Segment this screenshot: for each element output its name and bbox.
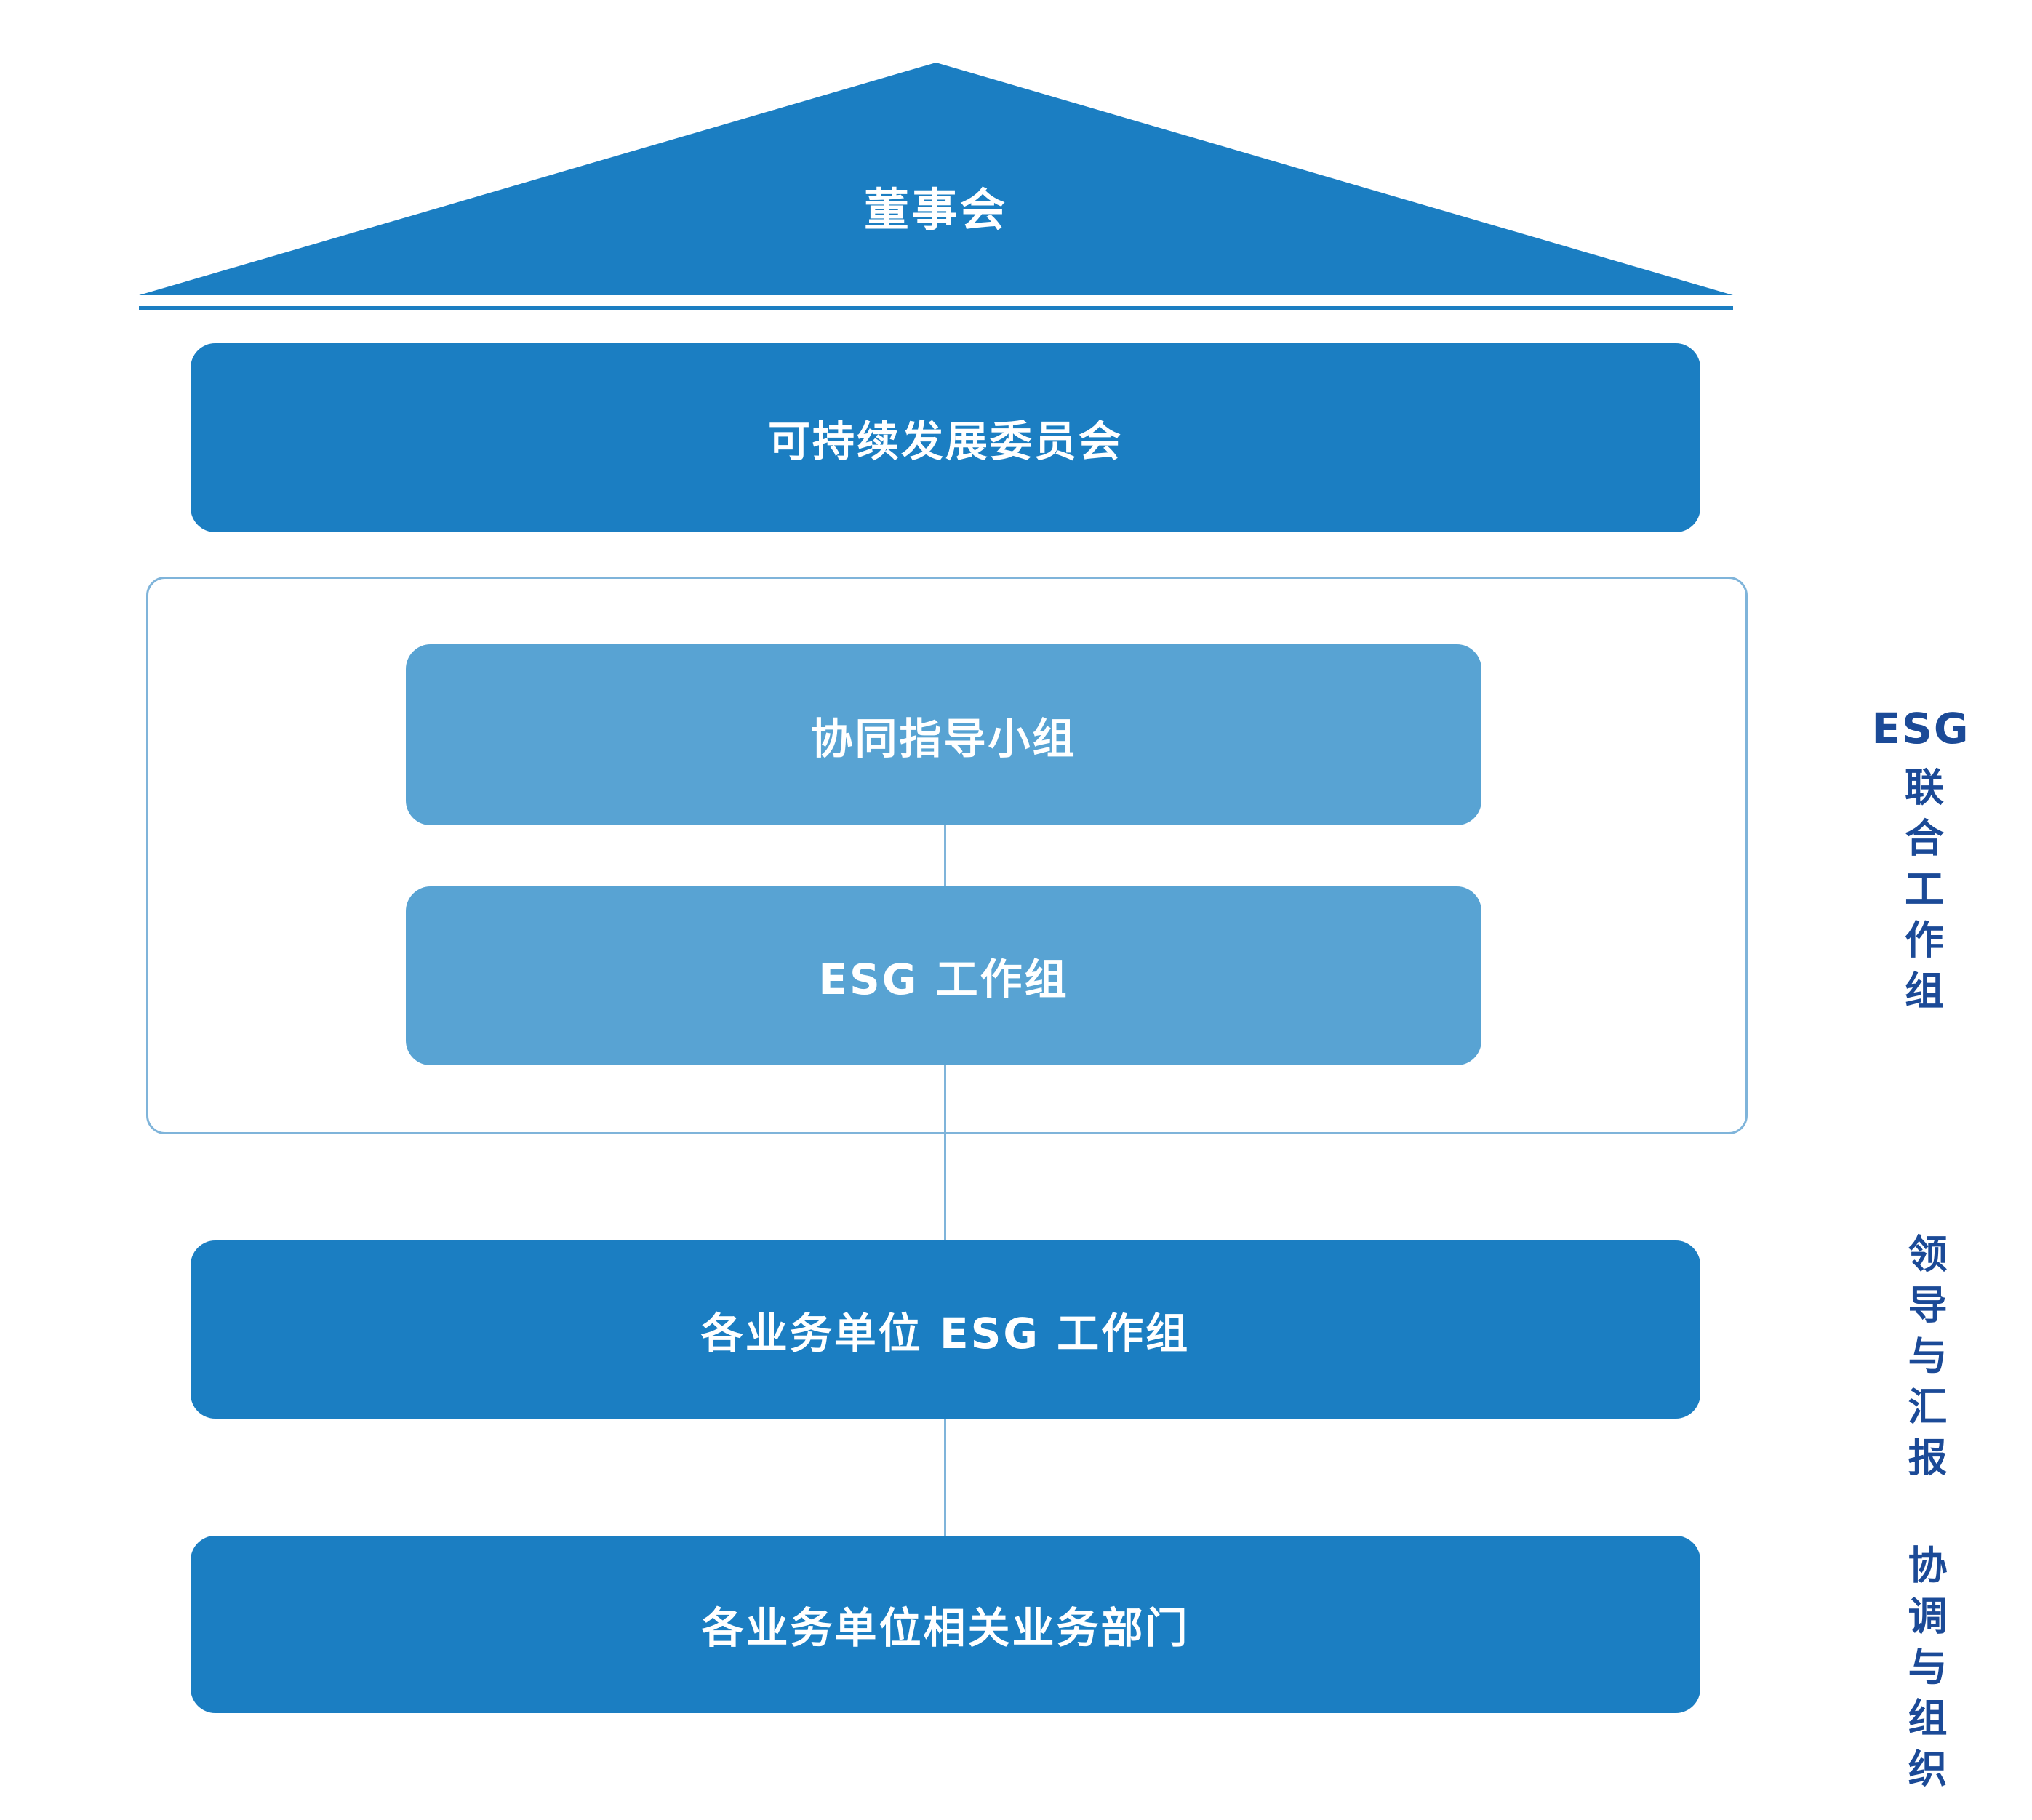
bu-esg-working-groups-box: 各业务单位 ESG 工作组 — [191, 1240, 1700, 1419]
roof-base-divider — [139, 306, 1733, 310]
connector-bu-esg-to-bu-depts — [944, 1419, 946, 1537]
side-label-esg-cjk: 联合工作组 — [1897, 766, 1944, 1021]
steering-group-box: 协同指导小组 — [406, 644, 1481, 825]
side-label-esg-prefix: ESG — [1871, 704, 1970, 753]
connector-steering-to-working — [944, 825, 946, 888]
bu-related-departments-box: 各业务单位相关业务部门 — [191, 1536, 1700, 1713]
side-label-coord-org: 协调与组织 — [1901, 1544, 1947, 1799]
side-label-lead-report: 领导与汇报 — [1901, 1233, 1947, 1488]
side-label-esg-joint-group: ESG 联合工作组 — [1859, 704, 1983, 1021]
esg-working-group-box: ESG 工作组 — [406, 886, 1481, 1065]
connector-working-to-bu-esg — [944, 1065, 946, 1242]
sustainability-committee-box: 可持续发展委员会 — [191, 343, 1700, 532]
esg-joint-group-container — [146, 577, 1748, 1134]
board-label: 董事会 — [863, 183, 1008, 236]
